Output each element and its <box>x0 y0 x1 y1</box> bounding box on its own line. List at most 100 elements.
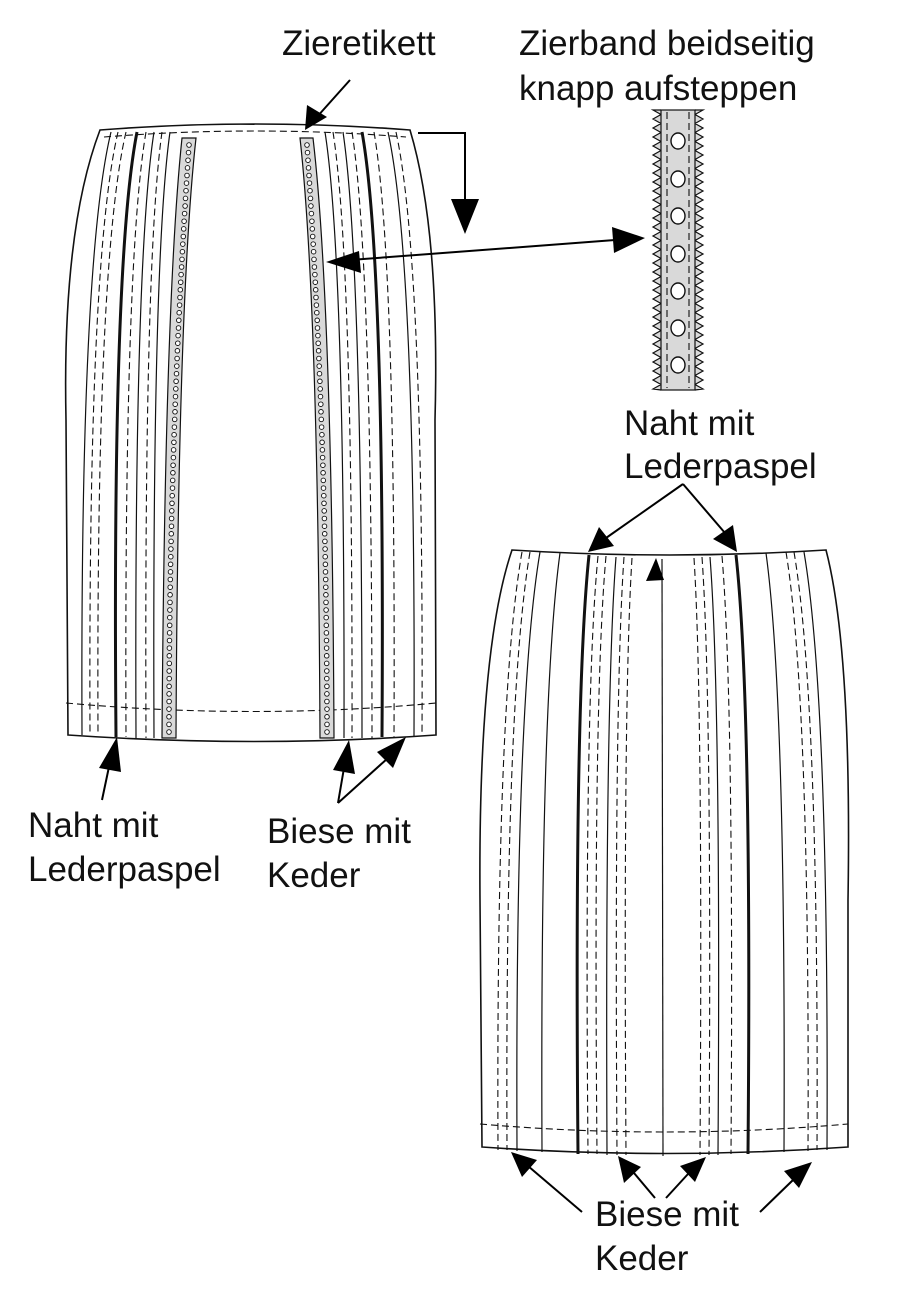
front-ribbon-left-eyelets <box>166 142 192 735</box>
arrow-biese-bottom-b-head <box>618 1156 641 1183</box>
ribbon-eyelet-dot <box>322 538 328 545</box>
front-topstitch <box>125 131 147 738</box>
front-side-seam-right <box>387 131 415 737</box>
ribbon-eyelet-dot <box>182 203 188 209</box>
ribbon-eyelet-dot <box>310 248 317 255</box>
ribbon-eyelet-dot <box>175 332 181 339</box>
back-topstitch <box>497 551 523 1151</box>
ribbon-eyelet-dot <box>175 325 182 331</box>
ribbon-eyelet-dot <box>186 142 192 148</box>
ribbon-detail <box>650 109 706 391</box>
ribbon-eyelet-dot <box>315 332 321 339</box>
ribbon-eyelet-dot <box>181 210 188 217</box>
front-tuck-left-2 <box>153 131 171 739</box>
ribbon-eyelet-dot <box>314 325 321 331</box>
ribbon-eyelet-dot <box>322 553 328 560</box>
ribbon-eyelet-dot <box>185 149 192 156</box>
ribbon-eyelet-dot <box>316 370 323 377</box>
ribbon-eyelet-dot <box>173 370 180 377</box>
ribbon-eyelet-dot <box>171 431 177 438</box>
ribbon-eyelet-dot <box>167 599 173 606</box>
ribbon-eyelet-dot <box>169 485 176 491</box>
back-topstitch <box>595 555 607 1155</box>
ribbon-eyelet-dot <box>322 576 329 583</box>
front-tuck-right-2 <box>342 131 363 739</box>
ribbon-eyelet-dot <box>321 523 328 529</box>
ribbon-eyelet-dot <box>166 622 173 629</box>
ribbon-eyelet-dot <box>166 668 172 674</box>
ribbon-eyelet-dot <box>172 393 179 400</box>
arrow-biese-bottom-b <box>633 1172 656 1199</box>
ribbon-eyelet-dot <box>317 378 323 385</box>
ribbon-eyelet-dot <box>315 340 321 346</box>
label-biese-bottom-line2: Keder <box>595 1239 689 1278</box>
arrow-biese-bottom-a <box>527 1165 583 1213</box>
ribbon-eyelet-dot <box>307 187 313 194</box>
arrow-ribbon-link <box>349 239 616 261</box>
ribbon-eyelet-dot <box>323 599 329 606</box>
ribbon-eyelet-dot <box>176 317 182 324</box>
back-topstitch <box>693 557 702 1156</box>
front-piping-seam-left <box>113 131 139 738</box>
arrow-biese-left-b <box>337 757 389 804</box>
ribbon-eyelet-dot <box>318 401 324 407</box>
ribbon-eyelet-dot <box>174 355 180 362</box>
ribbon-eyelet-dot <box>308 203 314 209</box>
ribbon-eyelet-dot <box>318 416 325 423</box>
back-topstitch <box>615 556 625 1156</box>
arrow-zieretikett-head <box>305 105 327 130</box>
back-topstitch <box>721 555 733 1155</box>
ribbon-eyelet <box>670 170 686 188</box>
ribbon-eyelet-dot <box>179 256 185 263</box>
arrow-biese-left-a-head <box>333 740 355 774</box>
ribbon-eyelet-dot <box>170 470 176 476</box>
ribbon-eyelet <box>670 356 686 374</box>
ribbon-eyelet-dot <box>168 538 174 545</box>
ribbon-eyelet-dot <box>320 470 326 476</box>
ribbon-eyelet-dot <box>185 157 191 163</box>
back-center-seam <box>661 558 664 1157</box>
ribbon-eyelet-dot <box>319 447 326 453</box>
ribbon-eyelet-dot <box>175 340 181 346</box>
ribbon-eyelet-dot <box>167 607 173 613</box>
ribbon-eyelet-dot <box>313 294 319 301</box>
ribbon-eyelet-dot <box>319 439 325 446</box>
ribbon-eyelet-dot <box>324 698 330 705</box>
ribbon-eyelet-dot <box>320 462 326 468</box>
ribbon-eyelet-dot <box>177 294 183 301</box>
ribbon-eyelet-dot <box>173 386 179 392</box>
arrow-biese-bottom-d <box>759 1179 794 1213</box>
arrow-naht-right-a-head <box>588 527 614 552</box>
label-biese-left-line1: Biese mit <box>267 812 411 851</box>
back-topstitch <box>586 555 599 1155</box>
front-topstitch <box>373 131 395 738</box>
ribbon-eyelet-dot <box>319 454 326 461</box>
ribbon-eyelet-dot <box>313 302 320 308</box>
ribbon-eyelet-dot <box>321 492 327 499</box>
ribbon-eyelet-dot <box>177 287 184 293</box>
ribbon-eyelet-dot <box>321 515 328 522</box>
ribbon-eyelet <box>670 245 686 263</box>
ribbon-eyelet-dot <box>166 706 172 712</box>
ribbon-eyelet-dot <box>323 614 329 621</box>
back-piping-seam-left <box>575 554 591 1155</box>
arrow-naht-left-head <box>99 737 121 772</box>
front-waistband-stitch <box>103 130 407 138</box>
ribbon-eyelet-dot <box>305 165 312 171</box>
ribbon-eyelet-dot <box>184 172 190 179</box>
ribbon-eyelet-dot <box>316 363 322 369</box>
ribbon-eyelet-dot <box>323 630 330 636</box>
ribbon-eyelet-dot <box>324 706 330 712</box>
ribbon-eyelet-dot <box>324 675 330 682</box>
ribbon-eyelet-dot <box>169 492 175 499</box>
ribbon-eyelet-dot <box>304 142 310 148</box>
ribbon-eyelet-dot <box>324 668 330 674</box>
ribbon-eyelet-dot <box>172 409 178 415</box>
ribbon-eyelet-dot <box>178 264 185 270</box>
ribbon-eyelet-dot <box>166 721 172 728</box>
arrow-biese-bottom-d-head <box>784 1162 812 1188</box>
arrow-biese-left-a <box>337 767 345 804</box>
back-topstitch <box>506 551 531 1151</box>
ribbon-eyelet-dot <box>323 592 329 598</box>
ribbon-eyelet <box>670 132 686 150</box>
